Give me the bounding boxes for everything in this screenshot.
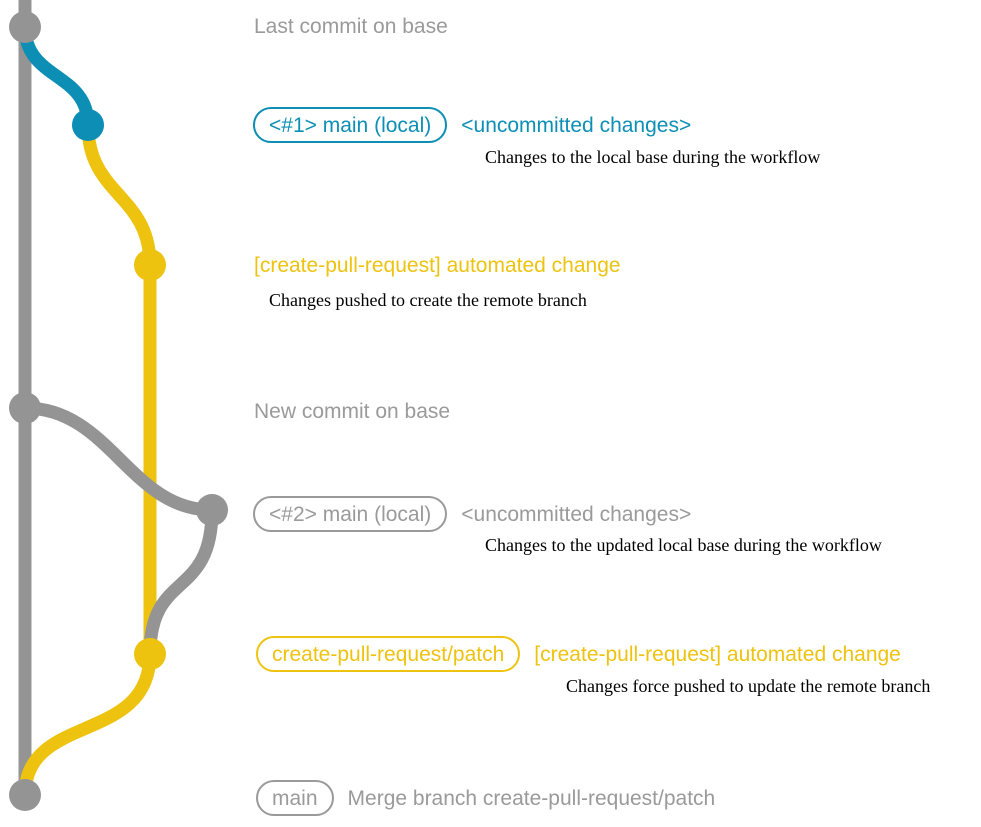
node-base-new[interactable]: [9, 392, 41, 424]
row-merge-commit: main Merge branch create-pull-request/pa…: [256, 780, 715, 816]
note-last-commit-on-base: Last commit on base: [254, 15, 448, 38]
pill-main-local-1[interactable]: <#1> main (local): [253, 107, 448, 143]
edge-basenew-to-local2: [18, 401, 219, 517]
pill-main-local-2[interactable]: <#2> main (local): [253, 496, 448, 532]
headline-automated-change-1: [create-pull-request] automated change: [254, 254, 621, 277]
edge-local2-to-patch2: [143, 503, 219, 661]
edge-local1-to-patch1: [81, 118, 157, 272]
headline-uncommitted-changes-2: <uncommitted changes>: [461, 502, 692, 526]
headline-merge-branch: Merge branch create-pull-request/patch: [347, 786, 716, 810]
headline-uncommitted-changes-1: <uncommitted changes>: [461, 113, 692, 137]
node-base-head[interactable]: [9, 11, 41, 43]
node-local-2[interactable]: [196, 494, 228, 526]
node-merge[interactable]: [9, 779, 41, 811]
note-new-commit-on-base: New commit on base: [254, 400, 451, 423]
subtext-commit-2-force-push: Changes force pushed to update the remot…: [566, 676, 931, 696]
headline-automated-change-2: [create-pull-request] automated change: [534, 642, 901, 666]
git-graph: [9, 0, 228, 811]
subtext-commit-1-push: Changes pushed to create the remote bran…: [269, 290, 587, 310]
pill-main[interactable]: main: [256, 780, 334, 816]
row-commit-1-push: [create-pull-request] automated change: [254, 255, 621, 276]
subtext-commit-2-local: Changes to the updated local base during…: [485, 535, 882, 555]
subtext-commit-1-local: Changes to the local base during the wor…: [485, 147, 821, 167]
node-patch-1[interactable]: [134, 249, 166, 281]
edge-base-to-local1: [18, 20, 95, 132]
edge-patch2-to-merge: [18, 647, 157, 802]
row-commit-2-force-push: create-pull-request/patch [create-pull-r…: [256, 636, 901, 672]
row-commit-2-local: <#2> main (local) <uncommitted changes>: [253, 496, 691, 532]
node-local-1[interactable]: [72, 109, 104, 141]
node-patch-2[interactable]: [134, 638, 166, 670]
row-commit-1-local: <#1> main (local) <uncommitted changes>: [253, 107, 691, 143]
pill-create-pull-request-patch[interactable]: create-pull-request/patch: [256, 636, 521, 672]
